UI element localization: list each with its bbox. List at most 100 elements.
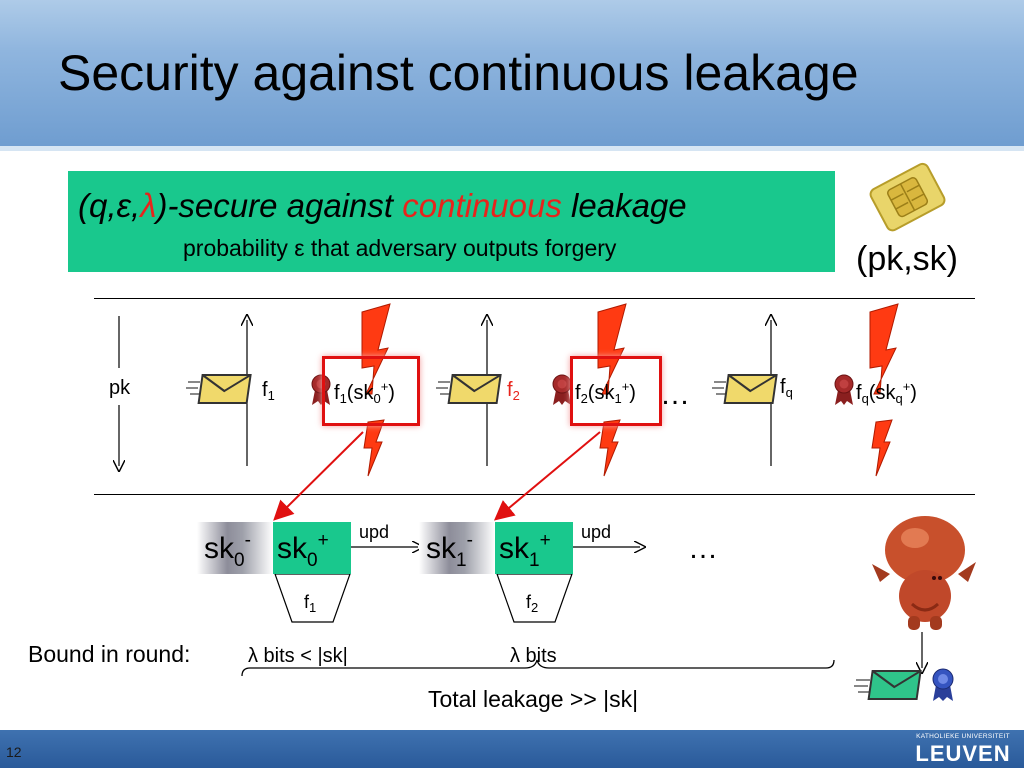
lightning-bolt-icon bbox=[361, 303, 391, 477]
header-divider bbox=[0, 146, 1024, 151]
leak-f1-sk0-label: f1(sk0+) bbox=[334, 379, 395, 406]
sk-sub: 0 bbox=[234, 550, 245, 571]
ribbon-seal-icon bbox=[834, 374, 854, 405]
def-comma: , bbox=[131, 187, 141, 224]
sk-sub: 1 bbox=[529, 550, 540, 571]
bound-round-1: λ bits < |sk| bbox=[248, 645, 348, 667]
f-sub: 1 bbox=[339, 391, 347, 406]
f-text: f bbox=[507, 379, 513, 401]
sk-open: (sk bbox=[587, 382, 615, 404]
sk-text: sk bbox=[277, 532, 307, 565]
leak-f2-sk1-label: f2(sk1+) bbox=[575, 379, 636, 406]
sk0-plus-block bbox=[273, 522, 351, 574]
f-sub: 1 bbox=[309, 600, 317, 615]
close: ) bbox=[910, 382, 917, 404]
definition-subtitle: probability ε that adversary outputs for… bbox=[183, 235, 617, 261]
sk-text: sk bbox=[204, 532, 234, 565]
sk-sup: - bbox=[244, 530, 251, 551]
forgery-envelope-icon bbox=[854, 670, 922, 700]
envelope-icon bbox=[436, 374, 502, 404]
definition-box bbox=[68, 171, 835, 272]
pk-label: pk bbox=[109, 377, 131, 399]
protocol-ellipsis: … bbox=[660, 378, 690, 411]
f-sub: 1 bbox=[267, 388, 275, 403]
lightning-bolt-icon bbox=[869, 303, 899, 477]
sk-text: sk bbox=[426, 532, 456, 565]
sk-sub: 0 bbox=[307, 550, 318, 571]
envelope-icon bbox=[186, 374, 252, 404]
f-sub: 2 bbox=[512, 388, 520, 403]
bound-label: Bound in round: bbox=[28, 641, 191, 667]
sk-sub: 1 bbox=[614, 391, 622, 406]
f-text: f bbox=[262, 379, 268, 401]
slide-title: Security against continuous leakage bbox=[58, 45, 859, 101]
sk0-minus-block bbox=[197, 522, 273, 574]
ribbon-seal-icon bbox=[311, 374, 331, 405]
leak-fq-skq-label: fq(skq+) bbox=[856, 379, 917, 406]
ribbon-seal-blue-icon bbox=[932, 668, 954, 701]
f-sub: q bbox=[785, 385, 793, 400]
close: ) bbox=[629, 382, 636, 404]
bottom-rule bbox=[94, 494, 975, 495]
f-sub: 2 bbox=[580, 391, 588, 406]
sk1-minus-label: sk1- bbox=[426, 530, 473, 572]
def-highlight: continuous bbox=[402, 187, 562, 224]
def-epsilon: ε bbox=[116, 187, 132, 224]
key-pair-label: (pk,sk) bbox=[856, 240, 958, 278]
slide-header bbox=[0, 0, 1024, 146]
def-mid: )-secure against bbox=[156, 187, 403, 224]
logo-line-2: LEUVEN bbox=[915, 741, 1011, 766]
query-fq-label: fq bbox=[780, 376, 793, 400]
sk0-minus-label: sk0- bbox=[204, 530, 251, 572]
f-text: f bbox=[856, 382, 862, 404]
upd-label-2: upd bbox=[581, 522, 612, 542]
sk-open: (sk bbox=[868, 382, 896, 404]
sk1-minus-block bbox=[419, 522, 495, 574]
f-text: f bbox=[334, 382, 340, 404]
sk-sup: + bbox=[902, 379, 911, 394]
sk-open: (sk bbox=[346, 382, 374, 404]
sk-sup: + bbox=[317, 530, 329, 551]
f-sub: q bbox=[861, 391, 869, 406]
f-text: f bbox=[304, 592, 310, 612]
def-suffix: leakage bbox=[561, 187, 687, 224]
sk-sub: q bbox=[895, 391, 903, 406]
slide-footer bbox=[0, 730, 1024, 768]
f-text: f bbox=[575, 382, 581, 404]
sim-card-icon bbox=[869, 162, 946, 232]
close: ) bbox=[388, 382, 395, 404]
funnel-f2-label: f2 bbox=[526, 592, 538, 615]
university-logo: KATHOLIEKE UNIVERSITEIT LEUVEN bbox=[908, 732, 1018, 766]
sk-sub: 1 bbox=[456, 550, 467, 571]
def-lambda: λ bbox=[140, 187, 157, 224]
total-leakage-label: Total leakage >> |sk| bbox=[428, 686, 639, 712]
leak-highlight-box-1 bbox=[322, 356, 420, 426]
bound-round-2: λ bits bbox=[510, 645, 557, 667]
query-f2-label: f2 bbox=[507, 379, 520, 403]
envelope-icon bbox=[712, 374, 778, 404]
definition-text: (q,ε,λ)-secure against continuous leakag… bbox=[78, 187, 687, 225]
def-prefix: (q, bbox=[78, 187, 117, 224]
f-text: f bbox=[526, 592, 532, 612]
sk-sup: + bbox=[621, 379, 630, 394]
sk-text: sk bbox=[499, 532, 529, 565]
top-rule bbox=[94, 298, 975, 299]
page-number: 12 bbox=[6, 744, 22, 760]
sk0-plus-label: sk0+ bbox=[277, 530, 329, 572]
sk1-plus-block bbox=[495, 522, 573, 574]
sk-sup: - bbox=[466, 530, 473, 551]
key-chain-ellipsis: … bbox=[688, 532, 718, 565]
f-text: f bbox=[780, 376, 786, 398]
sk1-plus-label: sk1+ bbox=[499, 530, 551, 572]
adversary-figure-icon bbox=[872, 516, 976, 630]
ribbon-seal-icon bbox=[552, 374, 572, 405]
upd-label-1: upd bbox=[359, 522, 390, 542]
query-f1-label: f1 bbox=[262, 379, 275, 403]
logo-line-1: KATHOLIEKE UNIVERSITEIT bbox=[916, 733, 1010, 740]
leak-highlight-box-2 bbox=[570, 356, 662, 426]
funnel-f1-label: f1 bbox=[304, 592, 316, 615]
sk-sup: + bbox=[539, 530, 551, 551]
sk-sup: + bbox=[380, 379, 389, 394]
sk-sub: 0 bbox=[373, 391, 381, 406]
